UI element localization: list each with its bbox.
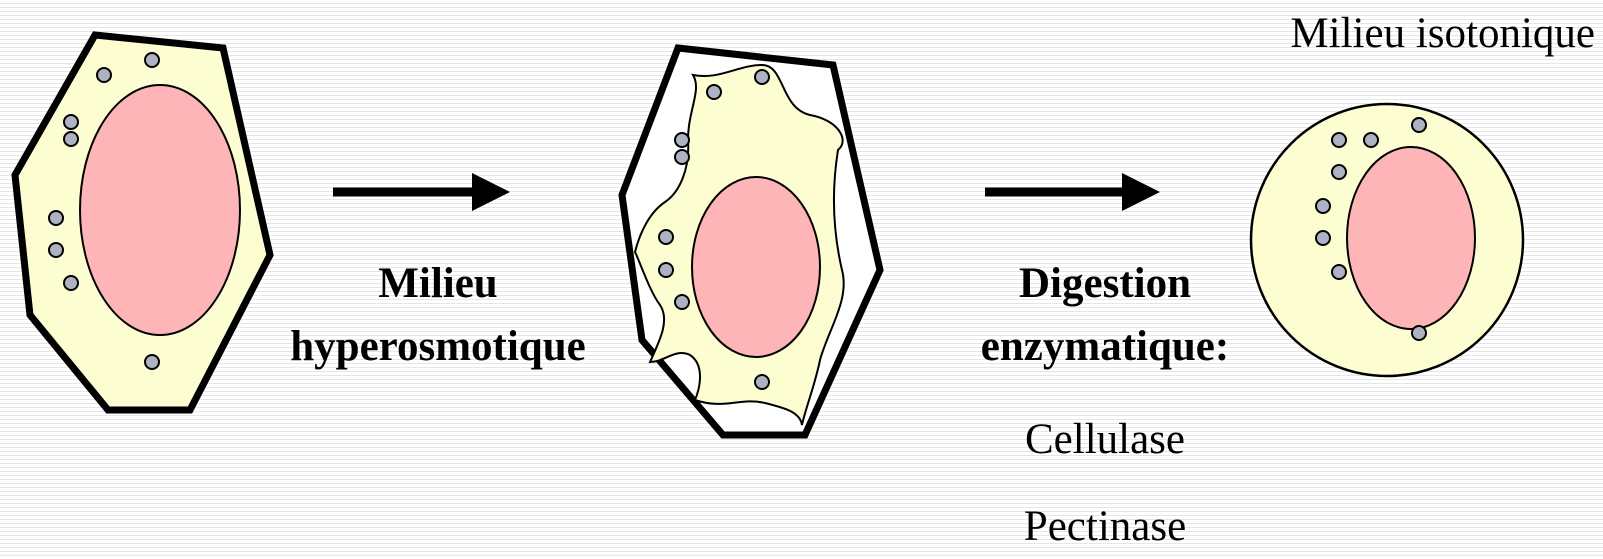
organelle bbox=[755, 375, 769, 389]
enzyme-cellulase: Cellulase bbox=[930, 418, 1280, 461]
organelle bbox=[755, 70, 769, 84]
intact-plant-cell bbox=[15, 35, 270, 410]
hyperosmotic-label-line1: Milieu bbox=[298, 262, 578, 305]
organelle bbox=[1332, 265, 1346, 279]
organelle bbox=[145, 355, 159, 369]
organelle bbox=[97, 68, 111, 82]
organelle bbox=[64, 115, 78, 129]
organelle bbox=[1412, 326, 1426, 340]
organelle bbox=[659, 230, 673, 244]
organelle bbox=[675, 133, 689, 147]
organelle bbox=[49, 211, 63, 225]
organelle bbox=[49, 243, 63, 257]
organelle bbox=[707, 85, 721, 99]
organelle bbox=[1332, 133, 1346, 147]
hyperosmotic-label-line2: hyperosmotique bbox=[248, 325, 628, 368]
organelle bbox=[1316, 199, 1330, 213]
organelle bbox=[145, 53, 159, 67]
organelle bbox=[64, 132, 78, 146]
arrow-1 bbox=[333, 173, 510, 211]
nucleus bbox=[1347, 147, 1475, 329]
nucleus bbox=[80, 85, 240, 335]
digestion-label-line1: Digestion bbox=[930, 262, 1280, 305]
organelle bbox=[1412, 118, 1426, 132]
digestion-label-line2: enzymatique: bbox=[930, 325, 1280, 368]
plasmolysed-cell bbox=[622, 48, 880, 435]
organelle bbox=[64, 276, 78, 290]
organelle bbox=[675, 295, 689, 309]
organelle bbox=[1332, 165, 1346, 179]
arrow-2 bbox=[985, 173, 1160, 211]
enzyme-pectinase: Pectinase bbox=[930, 505, 1280, 548]
protoplast bbox=[1251, 104, 1523, 376]
isotonic-label: Milieu isotonique bbox=[1200, 12, 1595, 55]
organelle bbox=[659, 263, 673, 277]
organelle bbox=[675, 150, 689, 164]
nucleus bbox=[692, 177, 820, 357]
organelle bbox=[1364, 133, 1378, 147]
organelle bbox=[1316, 231, 1330, 245]
